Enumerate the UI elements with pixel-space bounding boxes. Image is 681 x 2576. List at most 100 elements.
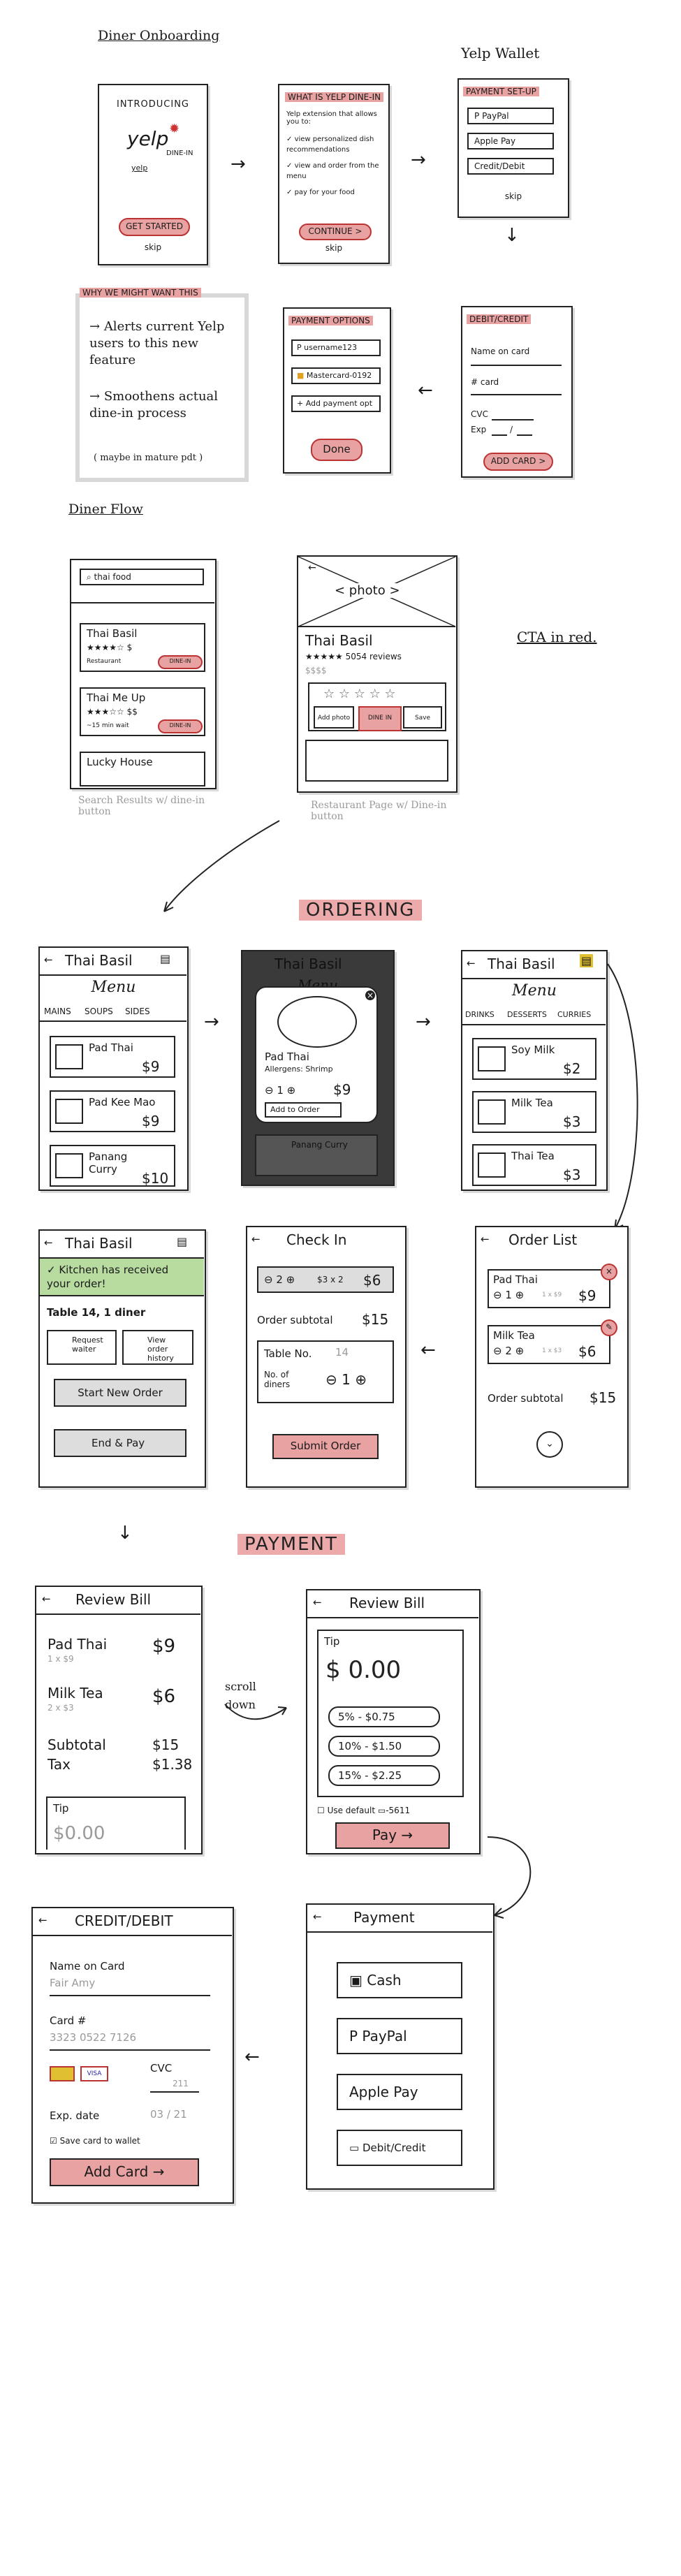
edit-icon[interactable]: ✎ xyxy=(601,1319,617,1336)
cart-icon[interactable]: ▤ xyxy=(160,952,171,965)
collapse-icon[interactable]: ⌄ xyxy=(536,1431,563,1458)
paypal-account-label: username123 xyxy=(304,343,358,352)
tip-preset-5[interactable]: 5% - $0.75 xyxy=(328,1706,440,1727)
mastercard-icon[interactable] xyxy=(50,2066,75,2081)
menu-item[interactable]: Pad Thai $9 xyxy=(50,1036,175,1078)
back-icon[interactable]: ← xyxy=(44,1236,53,1249)
cvc-field[interactable] xyxy=(492,419,534,420)
menu-item[interactable]: Panang Curry $10 xyxy=(50,1145,175,1187)
applepay-option[interactable]: Apple Pay xyxy=(467,133,554,149)
cart-icon[interactable]: ▤ xyxy=(580,954,594,967)
use-default-checkbox[interactable]: ☐ Use default ▭-5611 xyxy=(317,1806,411,1815)
dine-in-button[interactable]: DINE-IN xyxy=(158,655,203,669)
cart-icon[interactable]: ▤ xyxy=(177,1235,188,1248)
back-icon[interactable]: ← xyxy=(38,1914,47,1926)
result-card[interactable]: Thai Me Up ★★★☆☆ $$ ~15 min wait DINE-IN xyxy=(80,687,205,736)
cash-option[interactable]: ▣ Cash xyxy=(337,1962,462,1998)
dine-in-cta[interactable]: DINE IN xyxy=(358,706,402,731)
debit-credit-option[interactable]: ▭ Debit/Credit xyxy=(337,2130,462,2166)
add-card-button[interactable]: Add Card → xyxy=(50,2158,199,2186)
exp-year-field[interactable] xyxy=(517,434,532,436)
menu-item[interactable]: Thai Tea $3 xyxy=(472,1144,596,1186)
result-card[interactable]: Lucky House xyxy=(80,752,205,786)
item-name: Pad Kee Mao xyxy=(89,1096,156,1108)
back-icon[interactable]: ← xyxy=(313,1910,322,1923)
number-field[interactable] xyxy=(471,394,562,395)
add-photo-button[interactable]: Add photo xyxy=(314,706,354,729)
menu-item[interactable]: Milk Tea $3 xyxy=(472,1091,596,1133)
credit-debit-screen: ← CREDIT/DEBIT Name on Card Fair Amy Car… xyxy=(31,1907,234,2204)
mastercard-account[interactable]: ■ Mastercard-0192 xyxy=(291,367,381,384)
back-icon[interactable]: ← xyxy=(251,1233,261,1245)
tip-value[interactable]: $ 0.00 xyxy=(325,1656,401,1684)
dine-in-button[interactable]: DINE-IN xyxy=(158,719,203,733)
result-card[interactable]: Thai Basil ★★★★☆ $ Restaurant DINE-IN xyxy=(80,623,205,672)
pay-button[interactable]: Pay → xyxy=(335,1822,450,1849)
table-field[interactable]: 14 xyxy=(335,1346,349,1359)
star-outline-icon[interactable]: ☆ ☆ ☆ ☆ ☆ xyxy=(323,687,396,701)
skip-link[interactable]: skip xyxy=(325,243,343,253)
save-button[interactable]: Save xyxy=(403,706,442,729)
add-to-order-button[interactable]: Add to Order xyxy=(265,1102,342,1118)
back-icon[interactable]: ← xyxy=(44,953,53,966)
point-1: ✓ view personalized dish recommendations xyxy=(286,136,374,154)
back-icon[interactable]: ← xyxy=(42,1593,51,1605)
tab-sides[interactable]: SIDES xyxy=(125,1007,150,1016)
review-title: Review Bill xyxy=(349,1595,425,1611)
close-icon[interactable]: × xyxy=(365,990,375,1000)
qty-stepper[interactable]: ⊖ 2 ⊕ xyxy=(264,1273,295,1286)
rating-stars: ★★★★☆ $ xyxy=(87,643,133,652)
paypal-option[interactable]: P PayPal xyxy=(467,108,554,124)
item-modal-screen: Thai Basil Menu × Pad Thai Allergens: Sh… xyxy=(241,950,395,1186)
back-icon[interactable]: ← xyxy=(467,957,476,969)
tip-preset-10[interactable]: 10% - $1.50 xyxy=(328,1736,440,1757)
order-history-button[interactable]: View order history xyxy=(122,1330,193,1365)
done-button[interactable]: Done xyxy=(311,439,363,461)
back-icon[interactable]: ← xyxy=(481,1233,490,1245)
paypal-option[interactable]: P PayPal xyxy=(337,2018,462,2054)
end-pay-button[interactable]: End & Pay xyxy=(54,1429,186,1457)
search-input[interactable]: ⌕ thai food xyxy=(80,569,204,585)
tab-mains[interactable]: MAINS xyxy=(44,1007,71,1016)
tab-soups[interactable]: SOUPS xyxy=(85,1007,113,1016)
add-payment-option[interactable]: + Add payment opt xyxy=(291,395,381,412)
menu-item[interactable]: Soy Milk $2 xyxy=(472,1038,596,1080)
tab-desserts[interactable]: DESSERTS xyxy=(507,1010,547,1019)
start-new-order-button[interactable]: Start New Order xyxy=(54,1379,186,1407)
skip-link[interactable]: skip xyxy=(144,242,162,252)
paypal-account[interactable]: P username123 xyxy=(291,339,381,356)
tab-drinks[interactable]: DRINKS xyxy=(465,1010,495,1019)
credit-option[interactable]: Credit/Debit xyxy=(467,158,554,175)
add-card-button[interactable]: ADD CARD > xyxy=(483,453,553,471)
drink-image xyxy=(478,1046,506,1071)
debit-credit-title: DEBIT/CREDIT xyxy=(467,314,532,324)
exp-input[interactable]: 03 / 21 xyxy=(150,2108,187,2121)
scroll-note: scroll down xyxy=(225,1680,256,1711)
tip-preset-15[interactable]: 15% - $2.25 xyxy=(328,1765,440,1786)
back-icon[interactable]: ← xyxy=(313,1596,322,1609)
qty-stepper[interactable]: ⊖ 1 ⊕ xyxy=(493,1289,525,1301)
tip-input[interactable]: $0.00 xyxy=(53,1823,105,1844)
name-field[interactable] xyxy=(471,365,562,366)
submit-order-button[interactable]: Submit Order xyxy=(272,1434,379,1459)
continue-button[interactable]: CONTINUE > xyxy=(299,224,372,240)
item-name: Pad Thai xyxy=(89,1041,133,1054)
back-icon[interactable]: ← xyxy=(308,562,316,573)
qty-stepper[interactable]: ⊖ 1 ⊕ xyxy=(265,1084,296,1097)
menu-item[interactable]: Pad Kee Mao $9 xyxy=(50,1090,175,1132)
restaurant-name: Thai Basil xyxy=(305,632,373,649)
save-card-checkbox[interactable]: ☑ Save card to wallet xyxy=(50,2136,140,2146)
visa-icon[interactable]: VISA xyxy=(80,2066,108,2081)
tab-curries[interactable]: CURRIES xyxy=(557,1010,592,1019)
cvc-input[interactable]: 211 xyxy=(173,2079,189,2088)
diners-stepper[interactable]: ⊖ 1 ⊕ xyxy=(325,1371,367,1388)
request-waiter-button[interactable]: Request waiter xyxy=(47,1330,117,1365)
skip-link[interactable]: skip xyxy=(504,191,522,201)
name-input[interactable]: Fair Amy xyxy=(50,1977,96,1989)
card-input[interactable]: 3323 0522 7126 xyxy=(50,2031,137,2044)
qty-stepper[interactable]: ⊖ 2 ⊕ xyxy=(493,1345,525,1357)
remove-icon[interactable]: × xyxy=(601,1264,617,1280)
applepay-option[interactable]: Apple Pay xyxy=(337,2074,462,2110)
exp-month-field[interactable] xyxy=(492,434,507,436)
get-started-button[interactable]: GET STARTED xyxy=(119,218,190,236)
